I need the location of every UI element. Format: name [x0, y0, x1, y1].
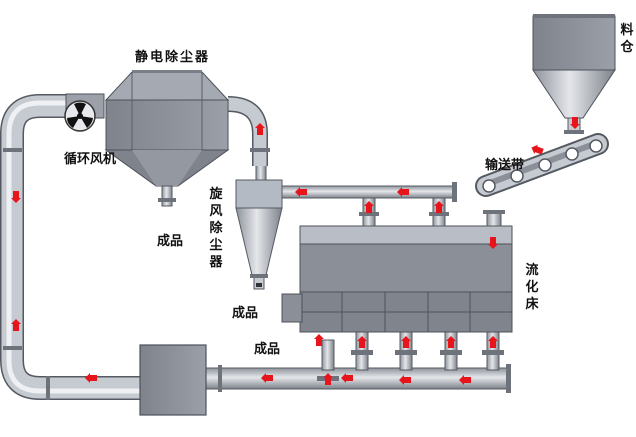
label-fluidized-bed: 流化床 [525, 263, 539, 312]
label-hopper: 料仓 [620, 23, 634, 55]
air-heater [139, 344, 207, 416]
flow-arrow [323, 373, 333, 385]
flow-arrows [11, 117, 580, 385]
electrostatic-precipitator [104, 70, 230, 207]
label-cyclone-separator: 旋风除尘器 [209, 187, 223, 270]
flow-arrow [531, 144, 544, 155]
flow-arrow [399, 375, 411, 385]
flow-arrow [401, 336, 411, 348]
flow-arrow [11, 191, 21, 203]
fluidized-bed [281, 210, 513, 333]
label-electrostatic-precipitator: 静电除尘器 [135, 50, 211, 65]
flow-arrow [446, 336, 456, 348]
label-conveyor-belt: 输送带 [485, 158, 525, 173]
hopper [532, 14, 616, 134]
flow-arrow [295, 187, 307, 197]
flow-arrow [397, 187, 409, 197]
flow-arrow [314, 334, 324, 346]
cyclone-separator [235, 163, 283, 290]
flow-arrow [459, 375, 471, 385]
flow-arrow [570, 117, 580, 129]
fan-icon [67, 102, 93, 128]
label-product-bed: 成品 [254, 342, 281, 357]
circulating-fan [64, 93, 105, 132]
flow-arrow [357, 336, 367, 348]
conveyor-belt [475, 133, 609, 197]
precipitator-outlet-duct [227, 96, 270, 166]
label-product-top: 成品 [157, 234, 184, 249]
flow-arrow [434, 201, 444, 213]
flow-arrow [341, 373, 353, 383]
flow-arrow [364, 201, 374, 213]
flow-arrow [488, 336, 498, 348]
label-circulating-fan: 循环风机 [64, 152, 117, 167]
flow-arrow [261, 373, 273, 383]
flow-arrow [85, 373, 97, 383]
flow-arrow [255, 123, 265, 135]
flow-arrow [488, 237, 498, 249]
label-product-cyclone: 成品 [232, 306, 259, 321]
return-pipe [0, 94, 140, 400]
flow-arrow [11, 319, 21, 331]
